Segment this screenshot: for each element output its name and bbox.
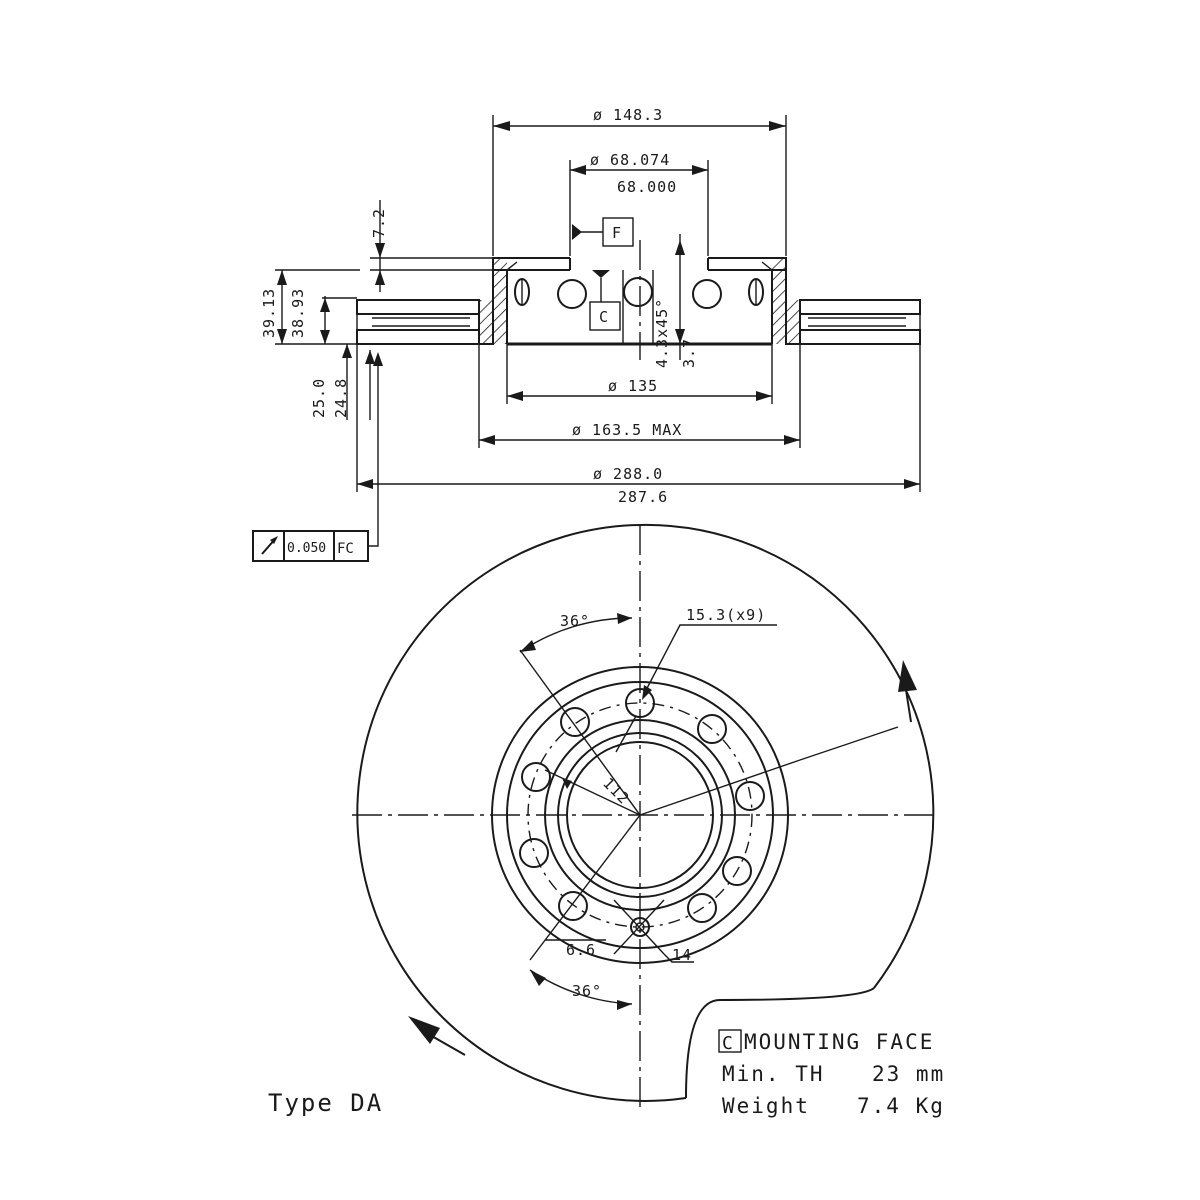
vent-hole bbox=[625, 688, 655, 718]
hub-outer-circle bbox=[491, 666, 789, 964]
datum-f: F bbox=[612, 224, 622, 242]
dim-288-0: ø 288.0 bbox=[593, 465, 663, 483]
vent-hole bbox=[521, 762, 551, 792]
tolerance-frame: 0.050 FC bbox=[252, 352, 383, 562]
dim-148-3: ø 148.3 bbox=[593, 106, 663, 124]
dim-6-6: 6.6 bbox=[566, 941, 596, 959]
notes: C MOUNTING FACE Min. TH 23 mm Weight 7.4… bbox=[268, 1029, 945, 1118]
dim-7-2: 7.2 bbox=[370, 208, 388, 238]
disc-outer-outline bbox=[356, 523, 935, 1102]
vent-hole bbox=[722, 856, 752, 886]
datum-c: C bbox=[599, 308, 609, 326]
dim-68-000: 68.000 bbox=[617, 178, 677, 196]
right-ring-upper bbox=[799, 299, 921, 315]
dim-25-0: 25.0 bbox=[310, 378, 328, 418]
dim-287-6: 287.6 bbox=[618, 488, 668, 506]
dim-14: 14 bbox=[672, 946, 692, 964]
min-thickness-label: Min. TH bbox=[722, 1062, 825, 1086]
dim-112: 112 bbox=[599, 774, 633, 808]
dim-3-7: 3.7 bbox=[680, 338, 698, 368]
section-view bbox=[356, 256, 921, 346]
dim-15-3: 15.3(x9) bbox=[686, 606, 766, 624]
weight-label: Weight bbox=[722, 1094, 810, 1118]
left-ring-lower bbox=[356, 329, 480, 345]
vent-hole bbox=[687, 893, 717, 923]
bolt-holes bbox=[519, 688, 765, 923]
min-thickness-value: 23 mm bbox=[872, 1062, 945, 1086]
front-view bbox=[352, 523, 938, 1112]
vent-hole bbox=[697, 714, 727, 744]
vent-hole bbox=[735, 781, 765, 811]
dim-39-13: 39.13 bbox=[260, 288, 278, 338]
dim-36-top: 36° bbox=[560, 612, 590, 630]
vent-hole bbox=[560, 707, 590, 737]
right-ring-lower bbox=[799, 329, 921, 345]
dim-38-93: 38.93 bbox=[289, 288, 307, 338]
mounting-face-label: MOUNTING FACE bbox=[744, 1030, 934, 1054]
dim-135: ø 135 bbox=[608, 377, 658, 395]
type-label: Type DA bbox=[268, 1089, 383, 1117]
tolerance-datum: FC bbox=[337, 541, 354, 557]
mounting-face-datum: C bbox=[722, 1033, 735, 1054]
dim-36-bottom: 36° bbox=[572, 982, 602, 1000]
section-dimensions: ø 148.3 ø 68.074 68.000 F C 7.2 39.13 bbox=[260, 106, 921, 506]
dim-163-5: ø 163.5 MAX bbox=[572, 421, 682, 439]
vent-hole bbox=[519, 838, 549, 868]
left-ring-upper bbox=[356, 299, 480, 315]
vent-hole bbox=[558, 891, 588, 921]
dim-24-8: 24.8 bbox=[332, 378, 350, 418]
weight-value: 7.4 Kg bbox=[857, 1094, 945, 1118]
dim-4-3x45: 4.3x45° bbox=[653, 298, 671, 368]
dim-68-074: ø 68.074 bbox=[590, 151, 670, 169]
tolerance-value: 0.050 bbox=[287, 541, 326, 556]
locating-hole bbox=[630, 917, 650, 937]
